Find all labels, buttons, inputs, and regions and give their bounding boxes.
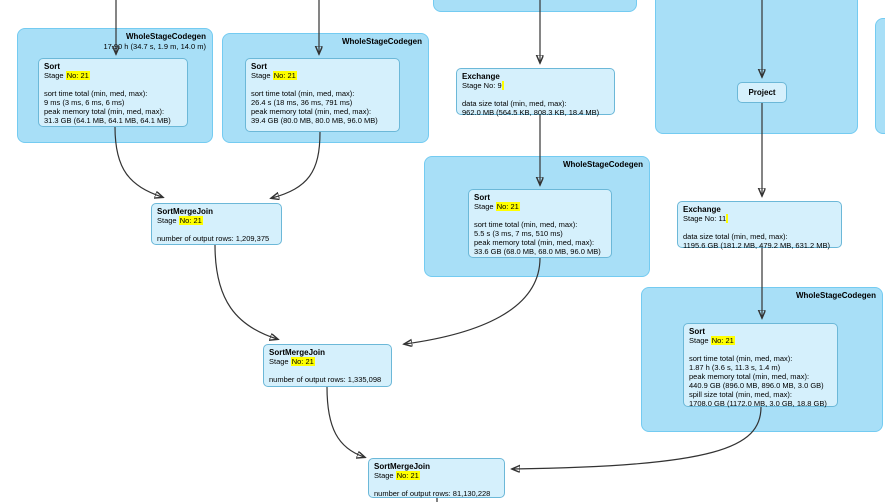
metric-line: 962.0 MB (564.5 KB, 808.3 KB, 18.4 MB) xyxy=(462,108,600,117)
metric-line: number of output rows: 81,130,228 xyxy=(374,489,491,498)
metric-line: 1.87 h (3.6 s, 11.3 s, 1.4 m) xyxy=(689,363,781,372)
node-title: Sort xyxy=(474,193,490,202)
cluster-label: WholeStageCodegen xyxy=(429,160,643,170)
stage-highlight: No: 21 xyxy=(65,71,90,80)
metric-line: 26.4 s (18 ms, 36 ms, 791 ms) xyxy=(251,98,353,107)
cluster-project-container xyxy=(655,0,858,134)
node-title: Exchange xyxy=(462,72,500,81)
metric-line: spill size total (min, med, max): xyxy=(689,390,792,399)
node-sortmergejoin-3: SortMergeJoin Stage No: 21 number of out… xyxy=(368,458,505,498)
node-sort-3: Sort Stage No: 21 sort time total (min, … xyxy=(468,189,612,258)
metric-line: 440.9 GB (896.0 MB, 896.0 MB, 3.0 GB) xyxy=(689,381,824,390)
stage-highlight: No: 21 xyxy=(272,71,297,80)
metric-line: 31.3 GB (64.1 MB, 64.1 MB, 64.1 MB) xyxy=(44,116,171,125)
node-stage: Stage No: 11 xyxy=(683,214,729,223)
node-title: Exchange xyxy=(683,205,721,214)
node-stage: Stage No: 21 xyxy=(374,471,420,480)
node-title: SortMergeJoin xyxy=(157,207,214,216)
cluster-label: WholeStageCodegen xyxy=(227,37,422,47)
node-stage: Stage No: 21 xyxy=(269,357,315,366)
node-title: SortMergeJoin xyxy=(374,462,431,471)
node-stage: Stage No: 21 xyxy=(474,202,520,211)
metric-line: data size total (min, med, max): xyxy=(462,99,567,108)
metric-line: sort time total (min, med, max): xyxy=(44,89,148,98)
metric-line: peak memory total (min, med, max): xyxy=(689,372,810,381)
stage-highlight xyxy=(501,81,504,90)
metric-line: sort time total (min, med, max): xyxy=(474,220,578,229)
node-project: Project xyxy=(737,82,787,103)
cluster-label: WholeStageCodegen xyxy=(646,291,876,301)
metric-line: data size total (min, med, max): xyxy=(683,232,788,241)
node-stage: Stage No: 9 xyxy=(462,81,504,90)
node-sortmergejoin-2: SortMergeJoin Stage No: 21 number of out… xyxy=(263,344,392,387)
node-title: Sort xyxy=(44,62,60,71)
node-stage: Stage No: 21 xyxy=(251,71,297,80)
cluster-title: WholeStageCodegen xyxy=(341,37,422,46)
node-stage: Stage No: 21 xyxy=(44,71,90,80)
metric-line: 1195.6 GB (181.2 MB, 479.2 MB, 631.2 MB) xyxy=(683,241,831,250)
metric-line: 5.5 s (3 ms, 7 ms, 510 ms) xyxy=(474,229,563,238)
cluster-cropped-right xyxy=(875,18,885,134)
stage-highlight: No: 21 xyxy=(710,336,735,345)
stage-highlight: No: 21 xyxy=(395,471,420,480)
metric-line: peak memory total (min, med, max): xyxy=(44,107,165,116)
cluster-title: WholeStageCodegen xyxy=(562,160,643,169)
stage-highlight: No: 21 xyxy=(290,357,315,366)
node-title: Project xyxy=(748,88,776,97)
node-stage: Stage No: 21 xyxy=(689,336,735,345)
node-sort-2: Sort Stage No: 21 sort time total (min, … xyxy=(245,58,400,132)
metric-line: peak memory total (min, med, max): xyxy=(474,238,595,247)
node-exchange-9: Exchange Stage No: 9 data size total (mi… xyxy=(456,68,615,117)
stage-highlight xyxy=(726,214,729,223)
node-title: Sort xyxy=(689,327,705,336)
metric-line: sort time total (min, med, max): xyxy=(689,354,793,363)
cluster-title: WholeStageCodegen xyxy=(795,291,876,300)
metric-line: number of output rows: 1,335,098 xyxy=(269,375,382,384)
cluster-label: WholeStageCodegen 17.90 h (34.7 s, 1.9 m… xyxy=(22,32,206,52)
node-sort-1: Sort Stage No: 21 sort time total (min, … xyxy=(38,58,188,127)
metric-line: number of output rows: 1,209,375 xyxy=(157,234,270,243)
node-sort-4: Sort Stage No: 21 sort time total (min, … xyxy=(683,323,838,408)
cluster-duration: 17.90 h (34.7 s, 1.9 m, 14.0 m) xyxy=(103,42,206,51)
node-sortmergejoin-1: SortMergeJoin Stage No: 21 number of out… xyxy=(151,203,282,245)
metric-line: peak memory total (min, med, max): xyxy=(251,107,372,116)
metric-line: 1708.0 GB (1172.0 MB, 3.0 GB, 18.8 GB) xyxy=(689,399,827,408)
metric-line: 39.4 GB (80.0 MB, 80.0 MB, 96.0 MB) xyxy=(251,116,378,125)
node-title: SortMergeJoin xyxy=(269,348,326,357)
metric-line: 9 ms (3 ms, 6 ms, 6 ms) xyxy=(44,98,125,107)
stage-highlight: No: 21 xyxy=(495,202,520,211)
metric-line: sort time total (min, med, max): xyxy=(251,89,355,98)
metric-line: 33.6 GB (68.0 MB, 68.0 MB, 96.0 MB) xyxy=(474,247,601,256)
cluster-cropped-top xyxy=(433,0,637,12)
cluster-title: WholeStageCodegen xyxy=(125,32,206,41)
stage-highlight: No: 21 xyxy=(178,216,203,225)
node-stage: Stage No: 21 xyxy=(157,216,203,225)
node-exchange-11: Exchange Stage No: 11 data size total (m… xyxy=(677,201,842,250)
node-title: Sort xyxy=(251,62,267,71)
